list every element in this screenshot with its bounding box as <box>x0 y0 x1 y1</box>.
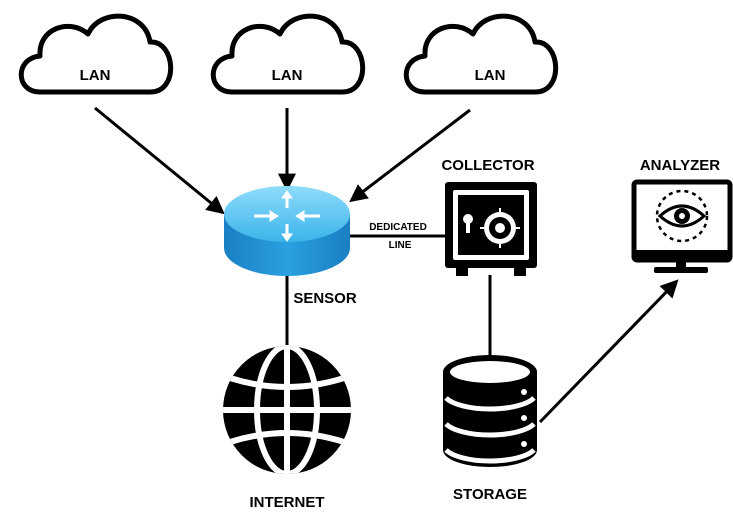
globe-icon <box>223 346 351 474</box>
safe-icon <box>445 182 537 276</box>
lan-label-3: LAN <box>475 67 506 84</box>
cloud-icon <box>18 13 174 95</box>
internet-label: INTERNET <box>250 494 325 511</box>
cloud-icon <box>403 13 559 95</box>
lan-label-2: LAN <box>272 67 303 84</box>
storage-to-analyzer-arrow <box>538 279 679 424</box>
lan-cloud-1: LAN <box>18 13 174 95</box>
storage-label: STORAGE <box>453 486 527 503</box>
router-icon <box>224 186 350 276</box>
collector-label: COLLECTOR <box>441 157 534 174</box>
dedicated-line-label-2: LINE <box>389 240 412 251</box>
dedicated-line-label-1: DEDICATED <box>369 222 427 233</box>
analyzer-label: ANALYZER <box>640 157 720 174</box>
lan-cloud-3: LAN <box>403 13 559 95</box>
monitor-eye-icon <box>631 179 733 273</box>
lan-label-1: LAN <box>80 67 111 84</box>
lan1-to-sensor-arrow <box>94 106 225 215</box>
cloud-icon <box>210 13 366 95</box>
lan3-to-sensor-arrow <box>349 108 471 203</box>
database-icon <box>443 355 537 467</box>
sensor-label: SENSOR <box>293 290 357 307</box>
lan-cloud-2: LAN <box>210 13 366 95</box>
